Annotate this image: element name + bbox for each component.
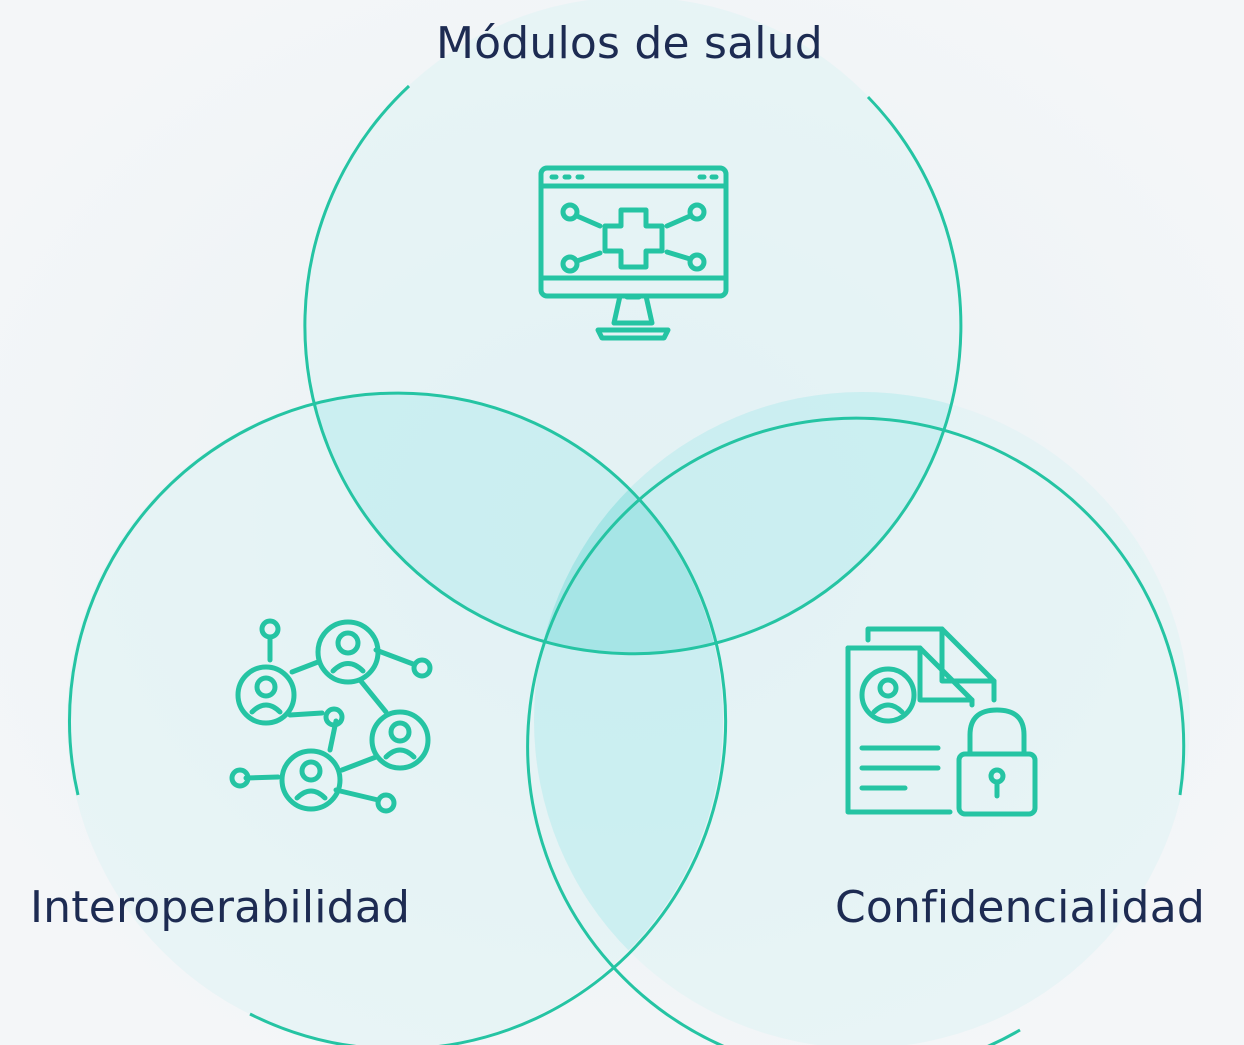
- circle-outline-left: [68, 391, 727, 1045]
- person-node-4: [279, 748, 343, 812]
- person-node-3: [369, 709, 431, 771]
- person-node-1: [235, 664, 297, 726]
- circle-outlines: [68, 84, 1186, 1045]
- label-confidencialidad: Confidencialidad: [835, 882, 1205, 933]
- person-node-2: [315, 619, 381, 685]
- label-modulos-de-salud: Módulos de salud: [436, 18, 823, 69]
- circle-outline-top: [303, 84, 963, 656]
- people-network-icon: [229, 618, 433, 814]
- label-interoperabilidad: Interoperabilidad: [30, 882, 411, 933]
- monitor-medical-cross-icon: [538, 165, 729, 341]
- intersection-top-right: [534, 392, 961, 653]
- intersection-top-left: [305, 392, 723, 653]
- circle-outline-right: [526, 416, 1186, 1045]
- document-lock-icon: [845, 626, 1038, 817]
